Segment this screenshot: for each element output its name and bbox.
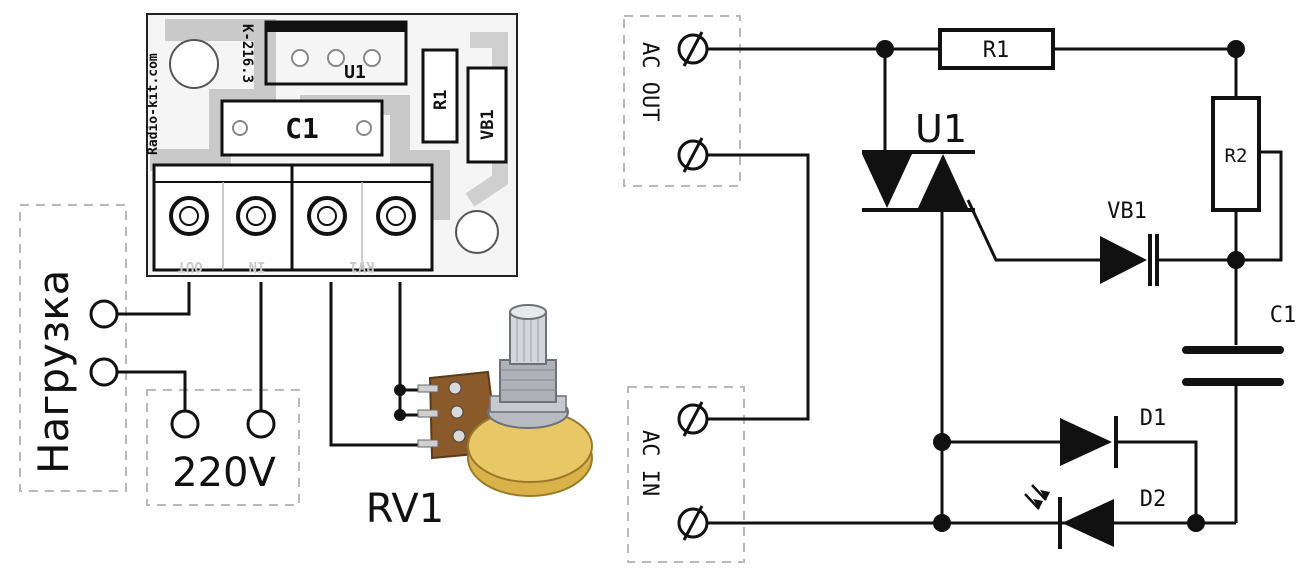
- terminal-screw-core: [246, 206, 266, 226]
- vb1-footprint: [466, 66, 508, 164]
- ac-in-label: AC IN: [637, 430, 662, 496]
- load-terminal-bottom: [89, 357, 119, 387]
- vb1-symbol-label: VB1: [1107, 199, 1147, 224]
- d2-symbol-label: D2: [1140, 487, 1167, 512]
- mounting-hole: [169, 39, 219, 89]
- mounting-hole: [455, 210, 499, 254]
- pad: [327, 49, 345, 67]
- d2-light-arrows-icon: [1024, 484, 1050, 510]
- ac-out-box: [623, 15, 741, 187]
- u1-symbol-label: U1: [915, 107, 967, 151]
- r2-symbol: [1211, 96, 1261, 212]
- junction-dot: [394, 409, 406, 421]
- pad: [356, 120, 372, 136]
- wire-d1-right: [1117, 440, 1198, 523]
- vb1-label: VB1: [478, 109, 498, 140]
- r1-footprint: [421, 48, 459, 144]
- terminal-in-label: IN: [249, 258, 266, 274]
- left-wiring: Нагрузка 220V RV1: [19, 204, 444, 532]
- c1-footprint: [220, 99, 384, 157]
- terminal-screw-core: [317, 206, 337, 226]
- pot-pin: [450, 405, 464, 419]
- junction-dot: [394, 384, 406, 396]
- pot-leg: [417, 439, 439, 448]
- c1-label: C1: [285, 112, 319, 145]
- d1-triangle: [1060, 418, 1112, 466]
- pot-pin: [448, 381, 462, 395]
- wire-load-to-mains: [116, 370, 187, 412]
- pad: [363, 49, 381, 67]
- ac-out-label: AC OUT: [637, 42, 662, 121]
- vb1-triangle: [1100, 236, 1147, 284]
- junction-dot: [1227, 40, 1245, 58]
- pot-shaft-top: [509, 304, 547, 320]
- pot-leg: [417, 384, 439, 393]
- wire-gate: [966, 199, 1100, 262]
- pot-label: RV1: [366, 486, 444, 532]
- board-site-label: Radio-kit.com: [146, 53, 161, 155]
- triac-triangle-down: [862, 154, 912, 208]
- schematic: AC OUT AC IN: [623, 15, 1297, 563]
- terminal-ac-out-2: [677, 137, 709, 173]
- terminal-screw-core: [386, 206, 406, 226]
- junction-dot: [1227, 251, 1245, 269]
- pot-pin: [452, 429, 466, 443]
- wire-acout2-acin1: [707, 153, 810, 421]
- load-terminal-top: [89, 299, 119, 329]
- d2-triangle: [1062, 499, 1114, 547]
- potentiometer: [417, 304, 593, 497]
- r1-symbol: [938, 28, 1055, 70]
- pad: [232, 120, 248, 136]
- junction-dot: [1187, 514, 1205, 532]
- terminal-rv1-label: RV1: [349, 258, 374, 274]
- mains-terminal-left: [170, 409, 200, 439]
- r1-label: R1: [431, 90, 451, 110]
- junction-dot: [933, 514, 951, 532]
- mains-terminal-right: [246, 409, 276, 439]
- u1-tab: [266, 22, 406, 32]
- load-box: [19, 204, 127, 492]
- triac-triangle-up: [918, 154, 968, 208]
- r1-symbol-label: R1: [983, 38, 1010, 63]
- pad: [291, 49, 309, 67]
- terminal-ac-in-1: [677, 401, 709, 437]
- wire-out-to-load: [116, 282, 191, 316]
- pot-bushing: [499, 359, 557, 403]
- r2-symbol-label: R2: [1225, 145, 1248, 167]
- terminal-ac-out-1: [677, 31, 709, 67]
- terminal-out-label: OUT: [177, 258, 202, 274]
- terminal-screw-core: [179, 206, 199, 226]
- junction-dot: [876, 40, 894, 58]
- junction-dot: [933, 433, 951, 451]
- pot-leg: [417, 409, 439, 418]
- load-label: Нагрузка: [29, 270, 78, 474]
- d1-symbol-label: D1: [1140, 406, 1167, 431]
- terminal-ac-in-2: [677, 505, 709, 541]
- wire-rv1-a: [329, 282, 437, 447]
- c1-symbol-label: C1: [1270, 303, 1297, 328]
- pcb-board: Radio-kit.com K-216.3 U1 C1 R1 VB1: [146, 13, 518, 277]
- u1-label: U1: [344, 62, 366, 83]
- terminal-screws: [169, 196, 416, 236]
- mains-box: [146, 389, 300, 506]
- mains-label: 220V: [172, 450, 276, 496]
- board-kit-label: K-216.3: [239, 24, 255, 83]
